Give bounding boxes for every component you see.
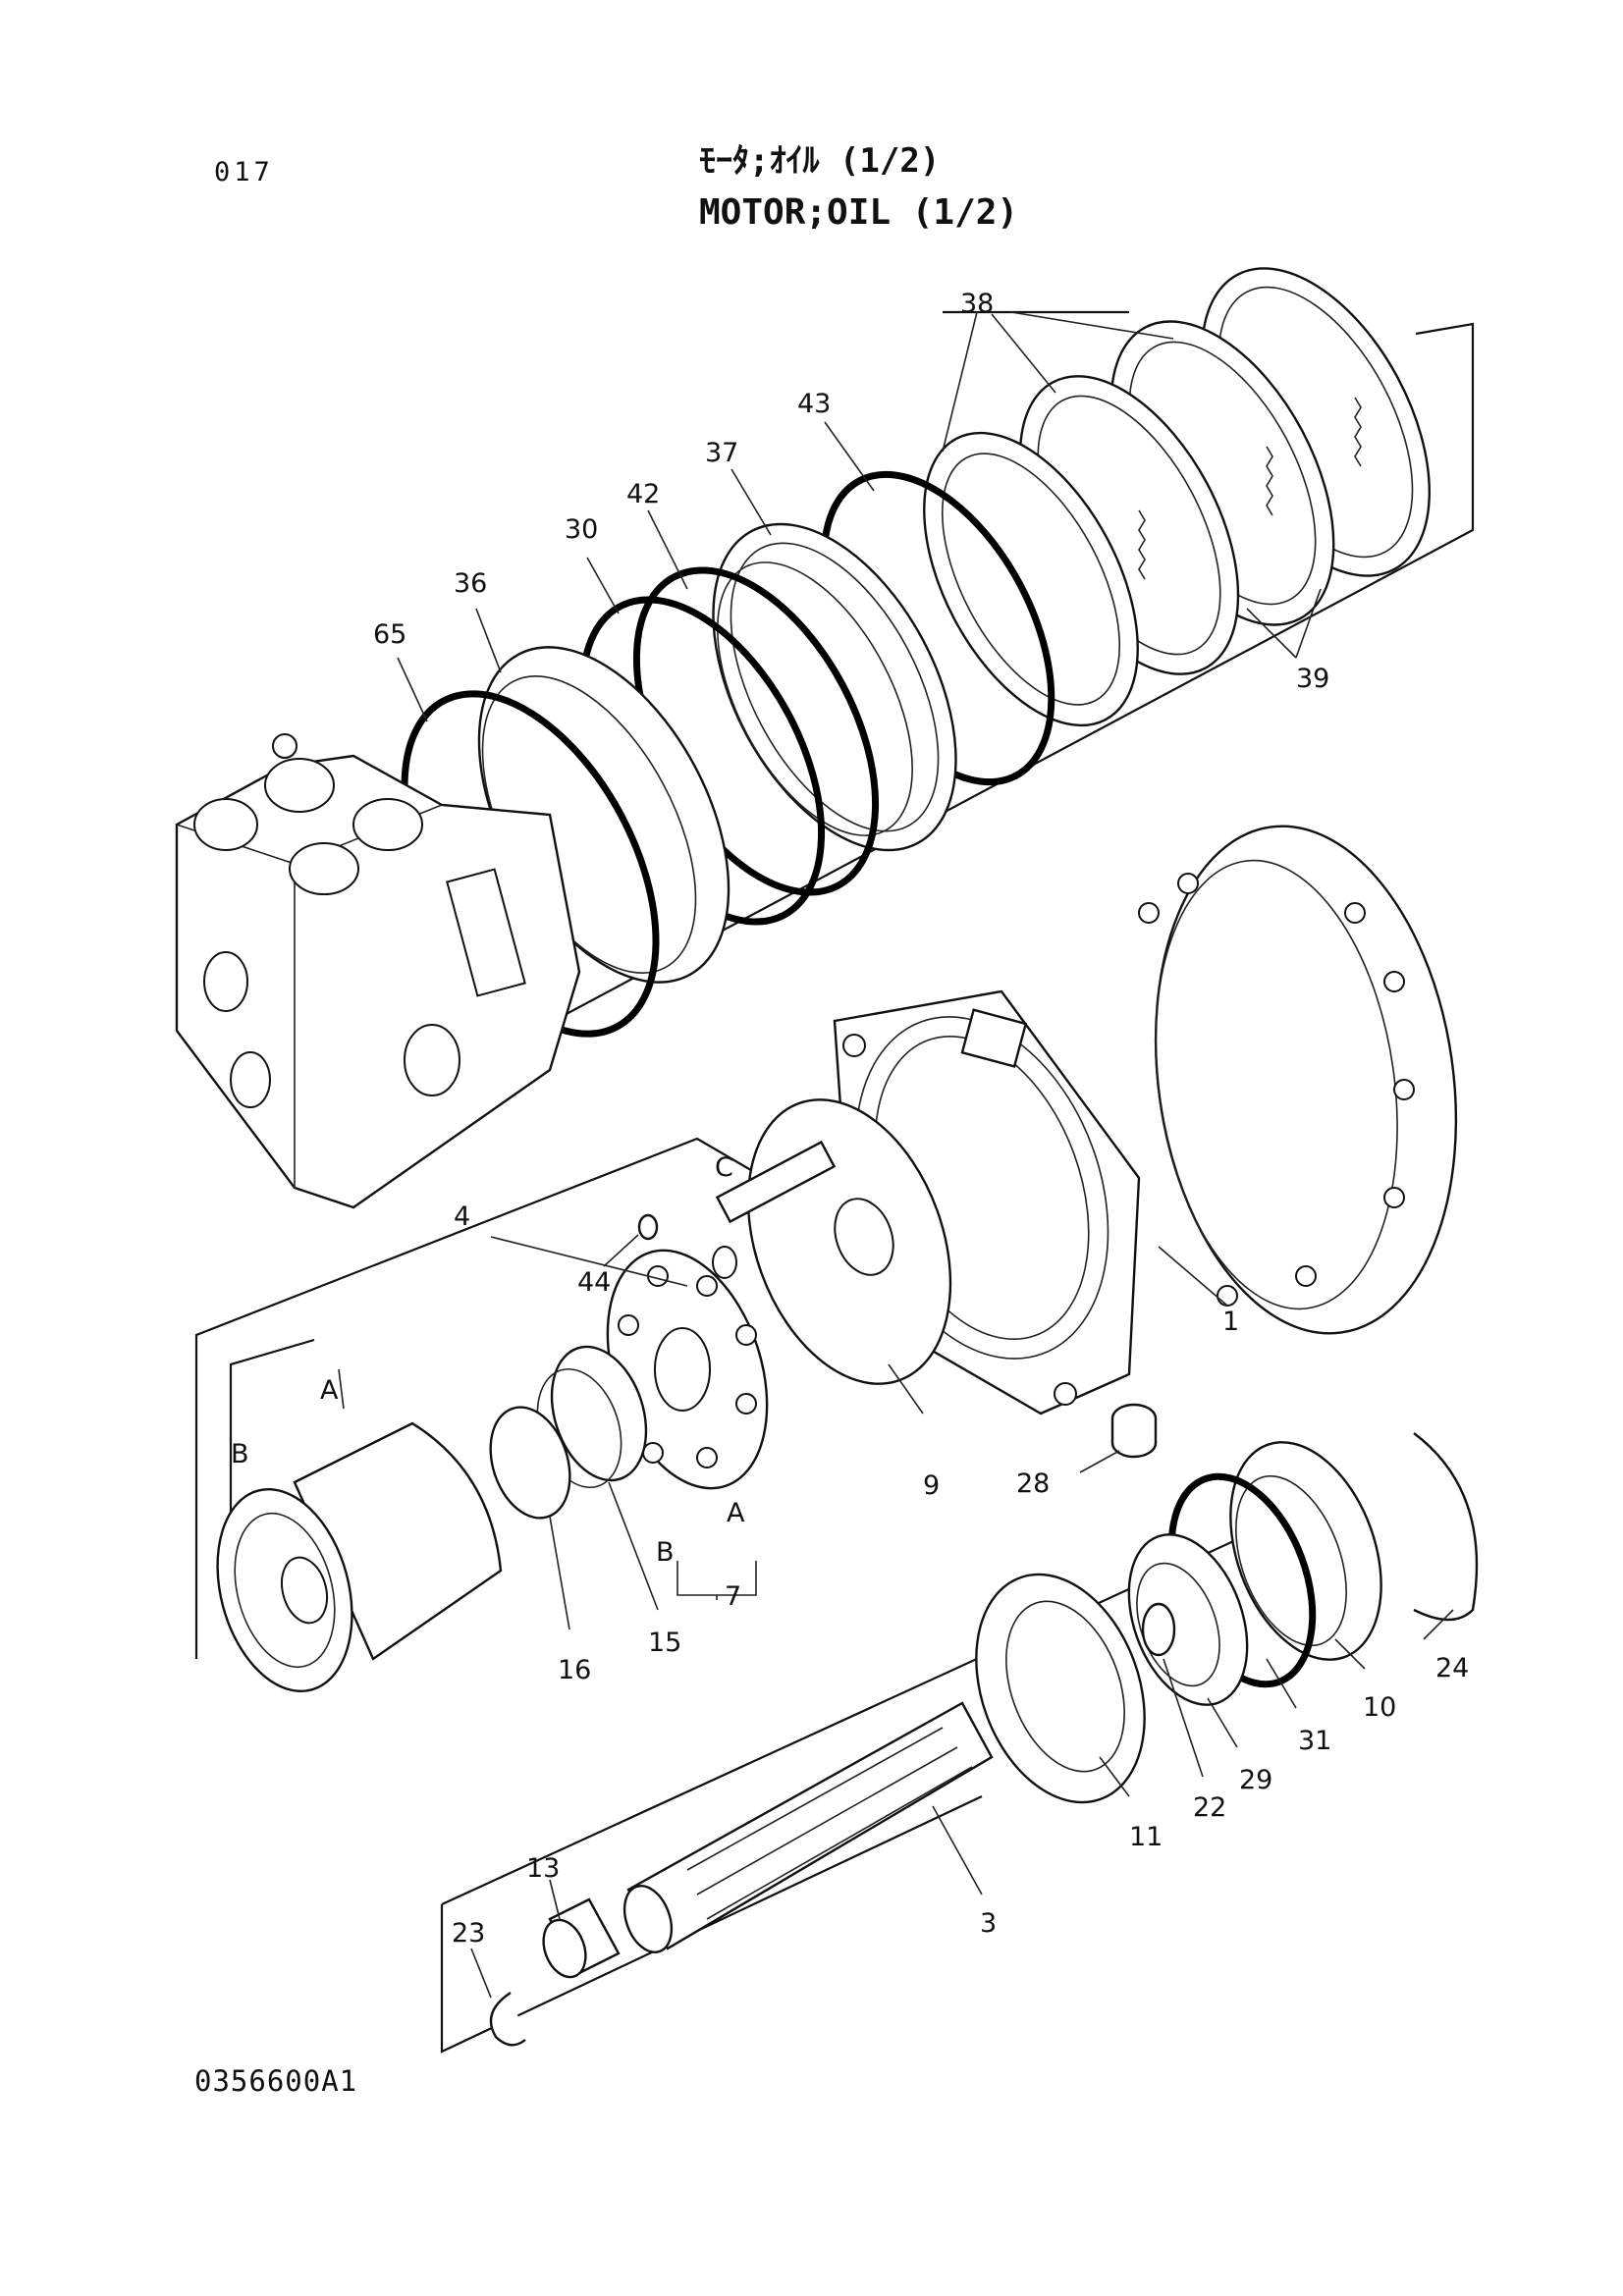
- callout-labels: 38 39 43 37 42 30 36 65 4 C 44 1 A B 9 2…: [231, 289, 1469, 1949]
- callout-24: 24: [1435, 1653, 1469, 1683]
- upper-group-frame: [475, 310, 1475, 1063]
- callout-sub-a-2: A: [727, 1498, 745, 1528]
- snap-ring-24: [1413, 1432, 1479, 1622]
- callout-39: 39: [1296, 664, 1329, 694]
- callout-23: 23: [452, 1918, 485, 1949]
- snap-ring-22: [1141, 1602, 1176, 1657]
- drawing-code: 0356600A1: [194, 2064, 358, 2098]
- brake-piston-37: [712, 522, 957, 852]
- callout-sub-c: C: [715, 1152, 733, 1183]
- callout-9: 9: [923, 1470, 940, 1501]
- callout-13: 13: [526, 1853, 560, 1884]
- collar-13: [542, 1897, 621, 1979]
- plug-28: [1110, 1403, 1158, 1459]
- callout-3: 3: [980, 1908, 997, 1939]
- leader-lines: [338, 311, 1454, 1999]
- cylinder-block: [216, 1421, 503, 1693]
- pin-c: [712, 1140, 837, 1279]
- page-number: 017: [214, 157, 274, 187]
- callout-38: 38: [960, 289, 994, 319]
- callout-30: 30: [565, 514, 598, 545]
- callout-37: 37: [705, 438, 738, 468]
- o-ring-44: [637, 1213, 659, 1241]
- callout-31: 31: [1298, 1726, 1331, 1756]
- callout-16: 16: [558, 1655, 591, 1685]
- valve-block-housing: [175, 733, 581, 1209]
- callout-11: 11: [1129, 1822, 1163, 1852]
- callout-22: 22: [1193, 1792, 1226, 1823]
- drive-shaft-3: [622, 1701, 994, 1953]
- callout-36: 36: [454, 568, 487, 599]
- callout-7: 7: [725, 1581, 741, 1612]
- shoe-plate-7: [606, 1249, 769, 1490]
- callout-28: 28: [1016, 1468, 1050, 1499]
- snap-ring-23: [489, 1992, 526, 2047]
- callout-15: 15: [648, 1628, 681, 1658]
- bearing-11: [975, 1573, 1146, 1804]
- callout-sub-a-1: A: [320, 1375, 339, 1406]
- callout-1: 1: [1222, 1307, 1239, 1337]
- callout-42: 42: [626, 479, 660, 509]
- spring-16: [489, 1406, 571, 1520]
- callout-10: 10: [1363, 1692, 1396, 1723]
- callout-29: 29: [1239, 1765, 1272, 1795]
- seal-10: [1229, 1441, 1382, 1661]
- callout-4: 4: [454, 1201, 470, 1232]
- callout-43: 43: [797, 389, 831, 419]
- title-japanese: ﾓｰﾀ;ｵｲﾙ (1/2): [699, 141, 941, 181]
- brake-plates-group: [923, 267, 1431, 727]
- callout-65: 65: [373, 619, 406, 650]
- callout-44: 44: [577, 1267, 611, 1298]
- callout-sub-b-1: B: [231, 1439, 249, 1469]
- title-english: MOTOR;OIL (1/2): [699, 192, 1019, 233]
- callout-sub-b-2: B: [656, 1537, 675, 1568]
